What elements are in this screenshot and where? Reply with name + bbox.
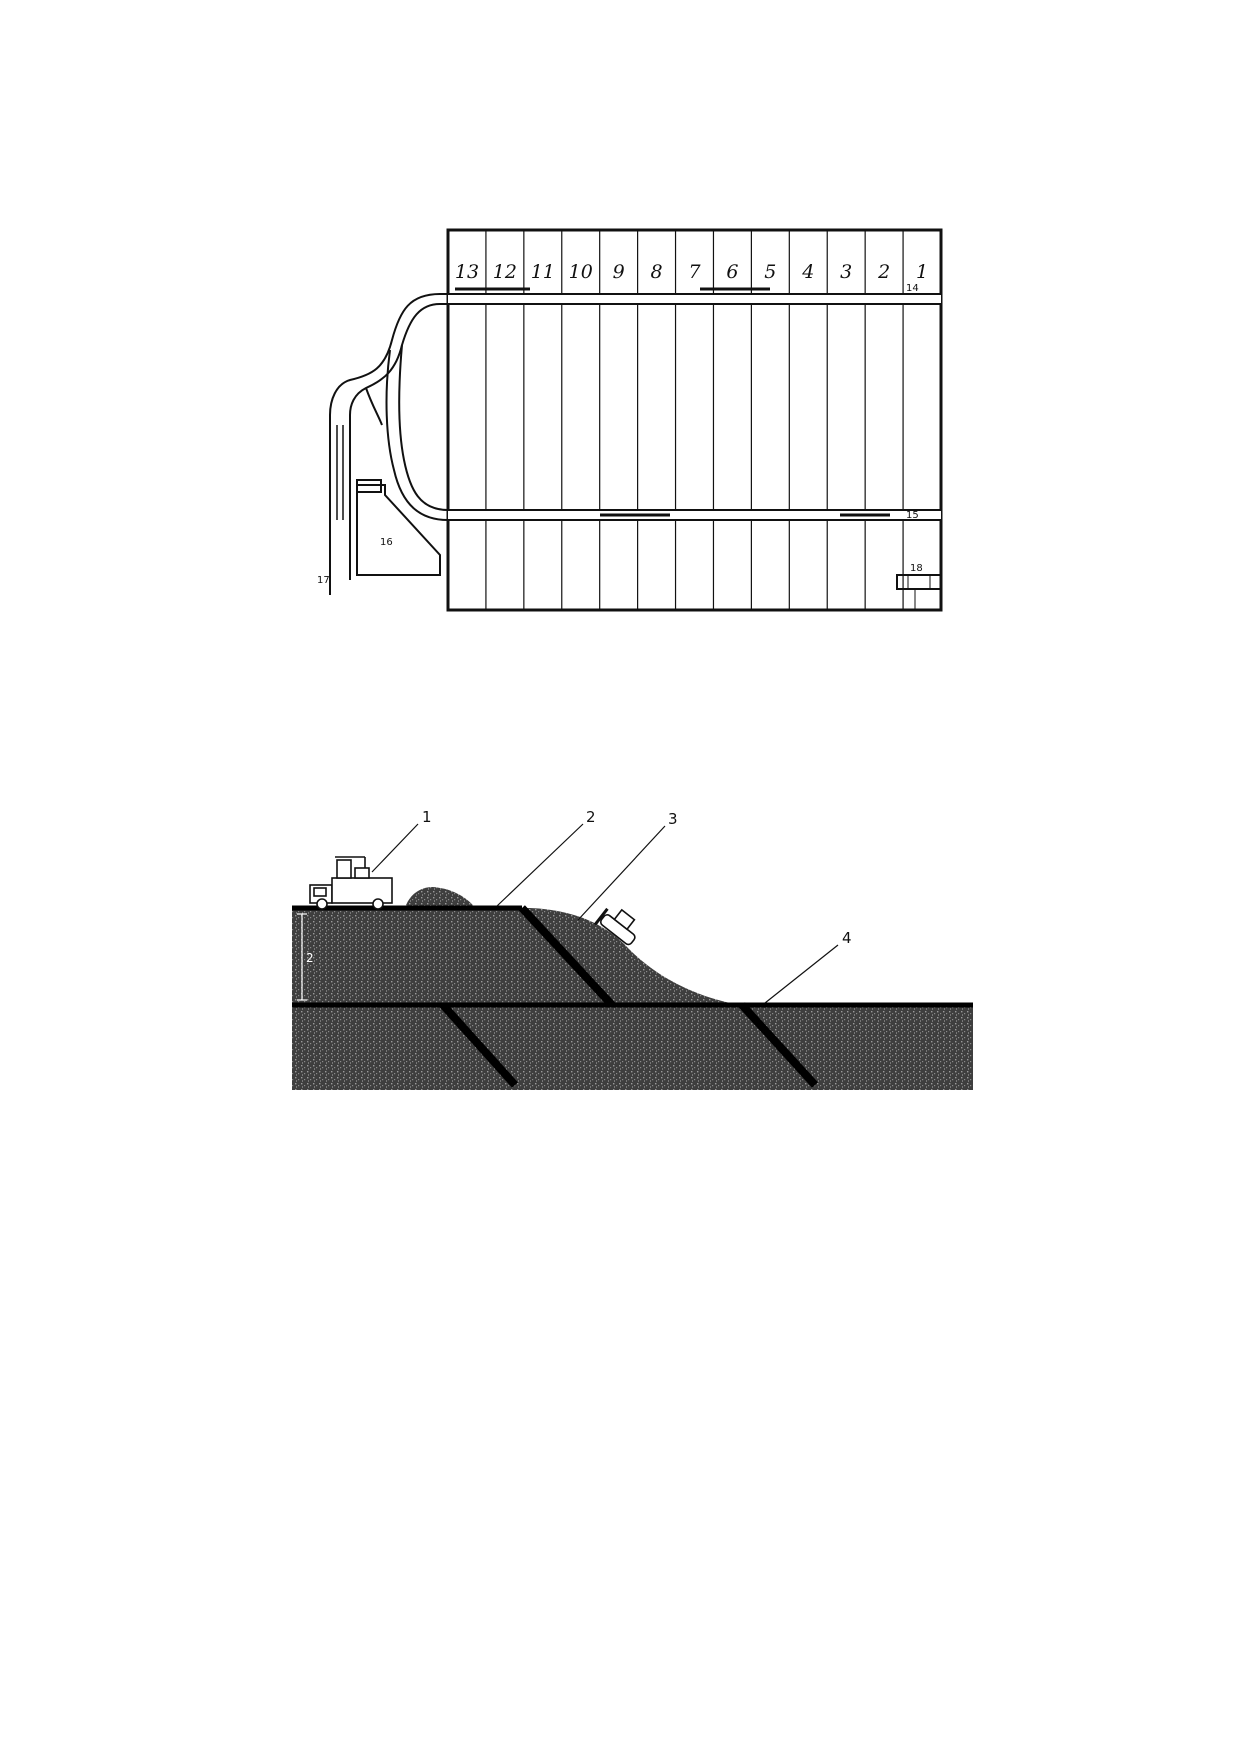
- branch-road-link: [365, 387, 383, 426]
- label-road-14: 14: [906, 283, 919, 294]
- cell-number-7: 7: [688, 261, 701, 283]
- landfill-section-drawing: 2 1 2 3 4: [292, 808, 973, 1090]
- cell-number-5: 5: [764, 261, 776, 283]
- cover-layer-slope-lower-1: [440, 1002, 518, 1088]
- building-16-annex: [356, 479, 382, 493]
- layer-height-dimension: [297, 913, 307, 1001]
- leader-3: [577, 825, 666, 921]
- cell-numbers: 13 12 11 10 9 8 7 6 5 4 3 2 1: [455, 261, 928, 283]
- lower-waste-layer: [292, 1005, 973, 1090]
- landfill-plan-drawing: 13 12 11 10 9 8 7 6 5 4 3 2 1 14 15 16 17 18: [317, 228, 943, 612]
- branch-road-inner: [385, 349, 449, 521]
- cover-layer-slope-upper: [519, 905, 615, 1008]
- traffic-arrows: [455, 287, 890, 517]
- callout-2: 2: [586, 808, 596, 826]
- cell-number-4: 4: [801, 261, 814, 283]
- access-road-inner-edge: [349, 303, 448, 580]
- cell-number-9: 9: [613, 261, 625, 283]
- landfill-plan-figure: 13 12 11 10 9 8 7 6 5 4 3 2 1 14 15 16 17 18: [0, 200, 1239, 640]
- label-corner-unit-18: 18: [910, 563, 923, 574]
- layer-height-label: 2: [306, 951, 314, 965]
- building-16-outline: [356, 484, 441, 576]
- leader-1: [371, 823, 419, 873]
- cell-number-6: 6: [726, 261, 738, 283]
- callout-3: 3: [668, 810, 678, 828]
- label-road-15: 15: [906, 510, 919, 521]
- cell-number-2: 2: [877, 261, 890, 283]
- upper-waste-layer: [292, 908, 740, 1005]
- cell-number-10: 10: [569, 261, 593, 283]
- corner-unit-18: [896, 574, 942, 590]
- dumped-waste-pile: [405, 886, 475, 908]
- compactor-dozer-icon: [593, 907, 636, 946]
- cell-number-1: 1: [916, 261, 928, 283]
- access-road-outer-edge: [329, 293, 448, 580]
- label-building-16: 16: [380, 537, 393, 548]
- cell-number-12: 12: [493, 261, 517, 283]
- branch-road-outer: [398, 344, 449, 511]
- garbage-truck-icon: [309, 856, 393, 910]
- cell-number-8: 8: [651, 261, 663, 283]
- site-boundary: [446, 228, 943, 612]
- cell-dividers: [485, 230, 904, 610]
- upper-waste-layer-body: [292, 908, 612, 1005]
- callout-4: 4: [842, 929, 852, 947]
- cell-number-3: 3: [840, 261, 852, 283]
- cover-layer-slope-lower-2: [739, 1002, 818, 1088]
- callout-leaders: [371, 823, 839, 1004]
- cell-number-13: 13: [455, 261, 479, 283]
- leader-2: [496, 823, 584, 907]
- label-entrance-road-17: 17: [317, 575, 330, 586]
- callout-1: 1: [422, 808, 432, 826]
- cell-number-11: 11: [531, 261, 555, 283]
- leader-4: [764, 944, 839, 1004]
- landfill-section-figure: 2 1 2 3 4: [0, 800, 1239, 1120]
